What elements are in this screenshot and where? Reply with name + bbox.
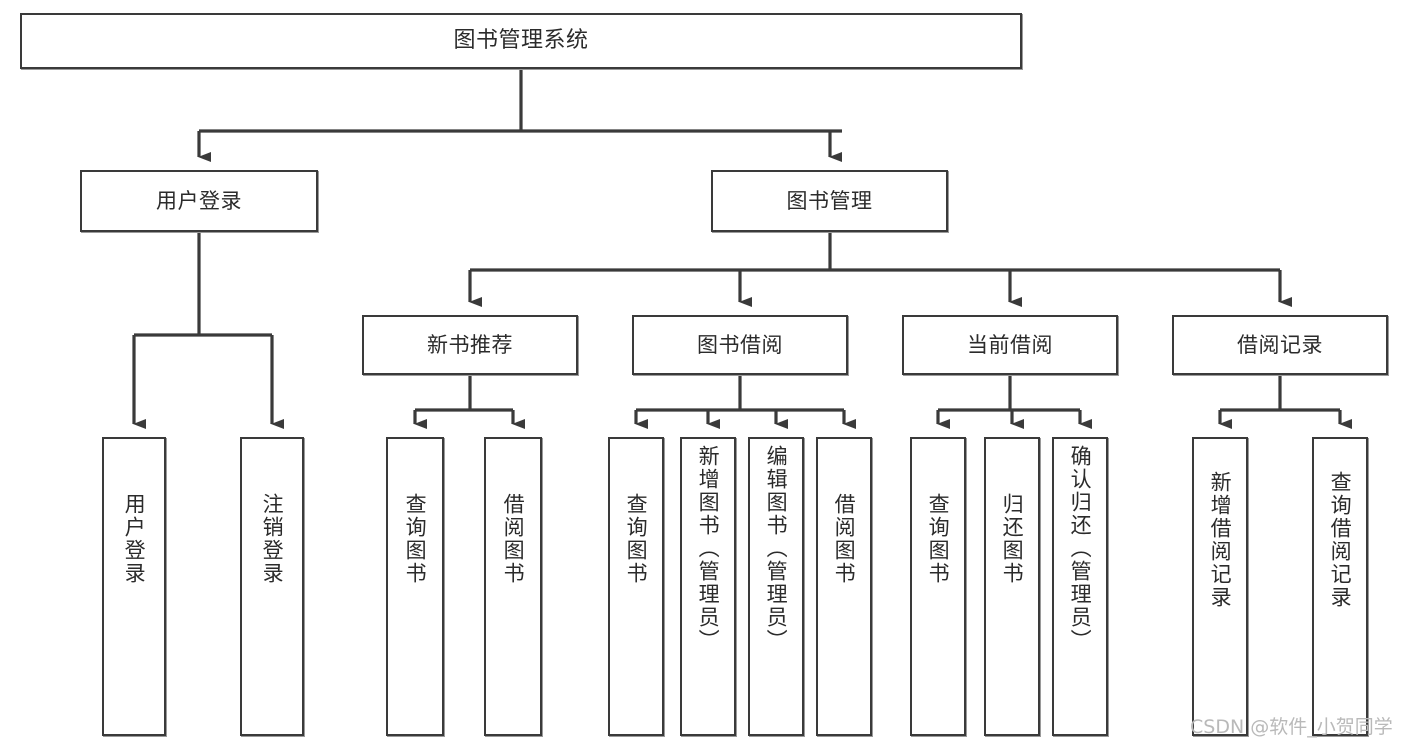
node-label: 用户登录	[156, 188, 242, 213]
node-label: 图书借阅	[697, 332, 783, 357]
node-label: 归还图书	[1000, 493, 1025, 585]
node-label: 编辑图书（管理员）	[764, 445, 789, 652]
leaf-add-borrow-record[interactable]: 新增借阅记录	[1192, 437, 1248, 736]
node-label: 当前借阅	[967, 332, 1053, 357]
node-label: 图书管理	[786, 188, 873, 213]
node-current-borrowing[interactable]: 当前借阅	[902, 315, 1118, 375]
node-new-book-recommendation[interactable]: 新书推荐	[362, 315, 578, 375]
leaf-query-books-current[interactable]: 查询图书	[910, 437, 966, 736]
node-label: 查询借阅记录	[1328, 471, 1353, 609]
node-label: 确认归还（管理员）	[1068, 445, 1093, 652]
leaf-query-books-newbook[interactable]: 查询图书	[386, 437, 444, 736]
node-label: 借阅图书	[832, 493, 857, 585]
node-label: 新增图书（管理员）	[696, 445, 721, 652]
leaf-return-books[interactable]: 归还图书	[984, 437, 1040, 736]
leaf-query-borrow-record[interactable]: 查询借阅记录	[1312, 437, 1368, 736]
node-label: 新增借阅记录	[1208, 471, 1233, 609]
node-book-borrowing[interactable]: 图书借阅	[632, 315, 848, 375]
node-label: 查询图书	[624, 493, 649, 585]
node-label: 图书管理系统	[453, 28, 589, 54]
csdn-watermark: CSDN @软件_小贺同学	[1190, 716, 1393, 738]
node-user-login[interactable]: 用户登录	[80, 170, 318, 232]
node-label: 查询图书	[403, 493, 428, 585]
leaf-borrow-books[interactable]: 借阅图书	[816, 437, 872, 736]
leaf-confirm-return-admin[interactable]: 确认归还（管理员）	[1052, 437, 1108, 736]
node-book-management[interactable]: 图书管理	[711, 170, 948, 232]
leaf-user-login[interactable]: 用户登录	[102, 437, 166, 736]
node-label: 查询图书	[926, 493, 951, 585]
node-label: 用户登录	[122, 493, 147, 585]
node-label: 借阅图书	[501, 493, 526, 585]
node-borrowing-records[interactable]: 借阅记录	[1172, 315, 1388, 375]
leaf-query-books-borrow[interactable]: 查询图书	[608, 437, 664, 736]
node-label: 注销登录	[260, 493, 285, 585]
node-label: 借阅记录	[1237, 332, 1323, 357]
leaf-edit-book-admin[interactable]: 编辑图书（管理员）	[748, 437, 804, 736]
leaf-logout[interactable]: 注销登录	[240, 437, 304, 736]
leaf-add-book-admin[interactable]: 新增图书（管理员）	[680, 437, 736, 736]
leaf-borrow-books-newbook[interactable]: 借阅图书	[484, 437, 542, 736]
node-label: 新书推荐	[427, 332, 513, 357]
node-root-book-management-system[interactable]: 图书管理系统	[20, 13, 1022, 69]
